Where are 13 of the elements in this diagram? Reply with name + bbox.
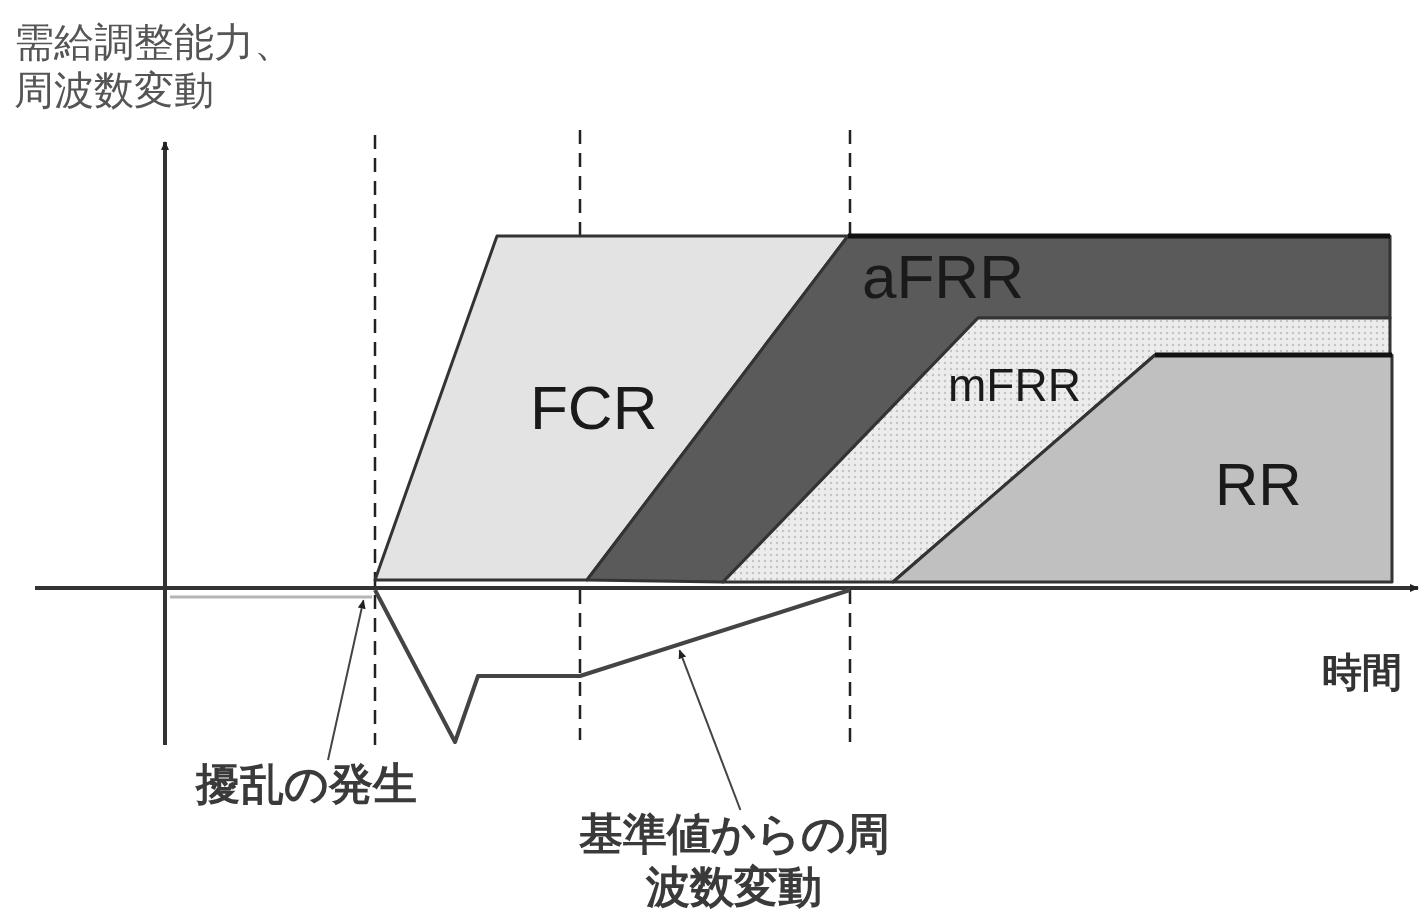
response-band [720, 315, 1393, 585]
annotation-text: 擾乱の発生 [196, 758, 436, 811]
frequency-curve [373, 588, 852, 744]
leader-line [327, 599, 366, 761]
band-label: aFRR [862, 246, 1024, 308]
response-band [890, 352, 1395, 585]
leader-line [678, 649, 742, 811]
band-label: mFRR [948, 362, 1081, 408]
band-label: RR [1215, 455, 1302, 515]
annotation-text: 基準値からの周波数変動 [574, 808, 894, 912]
axis-label: 需給調整能力、周波数変動 [14, 18, 295, 114]
axis-label: 時間 [1322, 648, 1403, 696]
band-label: FCR [530, 377, 658, 439]
